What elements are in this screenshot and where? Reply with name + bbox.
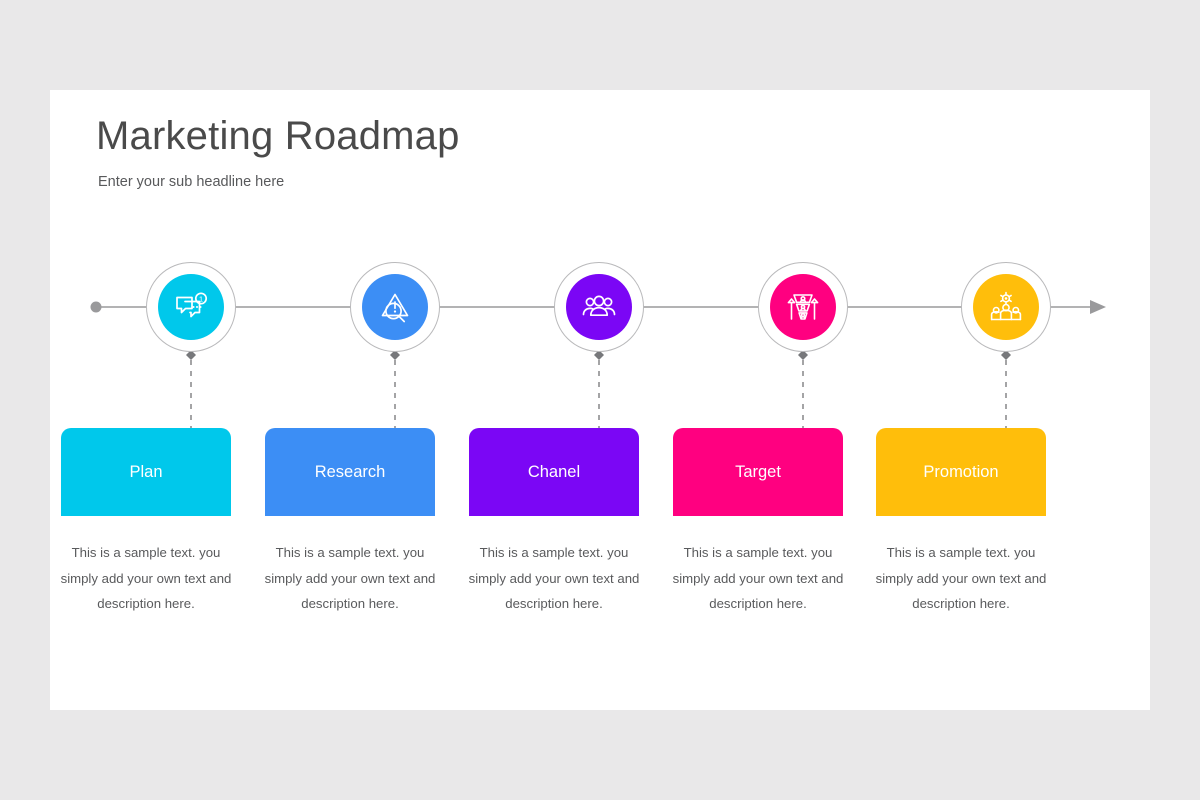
slide-canvas: Marketing Roadmap Enter your sub headlin… <box>50 90 1150 710</box>
connector-diamond-icon <box>594 350 604 360</box>
connector-group <box>186 350 1011 430</box>
connector-diamond-icon <box>1001 350 1011 360</box>
milestone-icon-badge[interactable] <box>770 274 836 340</box>
connector-diamond-icon <box>798 350 808 360</box>
gear-team-icon <box>990 291 1022 321</box>
roadmap-diagram: 1 Plan This is a sample text. you simply… <box>50 90 1150 710</box>
step-description-chanel: This is a sample text. you simply add yo… <box>468 545 640 612</box>
step-description-plan: This is a sample text. you simply add yo… <box>60 545 232 612</box>
milestone-icon-badge[interactable] <box>973 274 1039 340</box>
step-label-text: Target <box>735 462 781 481</box>
step-label-box-chanel[interactable]: Chanel <box>469 428 639 516</box>
page-title: Marketing Roadmap <box>96 114 460 158</box>
page-subtitle: Enter your sub headline here <box>98 174 285 190</box>
alert-triangle-magnifier-icon <box>381 293 409 323</box>
people-group-icon <box>582 295 616 317</box>
step-label-text: Plan <box>129 462 163 481</box>
conversion-funnel-arrows-icon <box>787 294 819 320</box>
step-label-box-plan[interactable]: Plan <box>61 428 231 516</box>
connector-diamond-icon <box>186 350 196 360</box>
step-label-text: Promotion <box>923 462 999 481</box>
step-description-promotion: This is a sample text. you simply add yo… <box>875 545 1047 612</box>
chat-bubbles-notification-icon: 1 <box>176 292 208 318</box>
step-label-box-target[interactable]: Target <box>673 428 843 516</box>
step-description-research: This is a sample text. you simply add yo… <box>264 545 436 612</box>
step-label-text: Chanel <box>527 462 581 481</box>
step-label-box-research[interactable]: Research <box>265 428 435 516</box>
milestone-icon-badge[interactable] <box>566 274 632 340</box>
connector-diamond-icon <box>390 350 400 360</box>
notification-badge-count: 1 <box>199 295 203 304</box>
step-label-text: Research <box>314 462 386 481</box>
milestone-icon-badge[interactable] <box>362 274 428 340</box>
step-description-target: This is a sample text. you simply add yo… <box>672 545 844 612</box>
timeline-start-dot <box>90 301 102 313</box>
milestone-icon-badge[interactable]: 1 <box>158 274 224 340</box>
timeline-arrowhead-icon <box>1090 300 1106 314</box>
step-label-box-promotion[interactable]: Promotion <box>876 428 1046 516</box>
